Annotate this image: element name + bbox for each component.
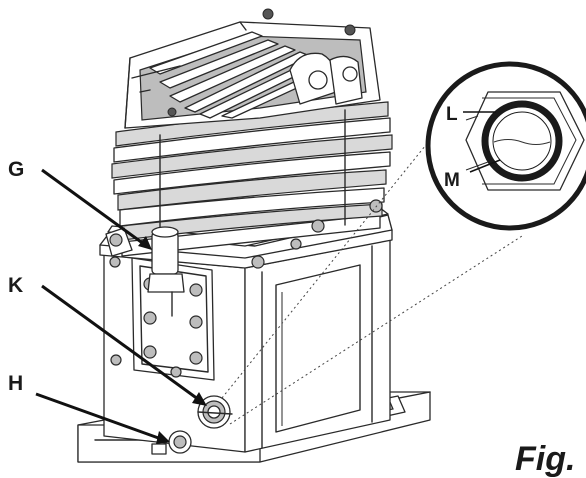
label-h: H xyxy=(8,372,23,395)
label-m: M xyxy=(444,170,460,191)
cylinder-head xyxy=(124,8,381,129)
detail-magnifier-circle xyxy=(425,61,586,231)
label-l: L xyxy=(446,104,458,125)
plug-h xyxy=(151,430,192,455)
leader-lines xyxy=(35,111,501,444)
cylinder-fins xyxy=(111,101,393,257)
label-k: K xyxy=(8,274,23,297)
oil-plug-k xyxy=(197,395,233,429)
front-plate xyxy=(105,226,215,381)
figure-caption: Fig. xyxy=(515,440,575,478)
label-g: G xyxy=(8,158,24,181)
